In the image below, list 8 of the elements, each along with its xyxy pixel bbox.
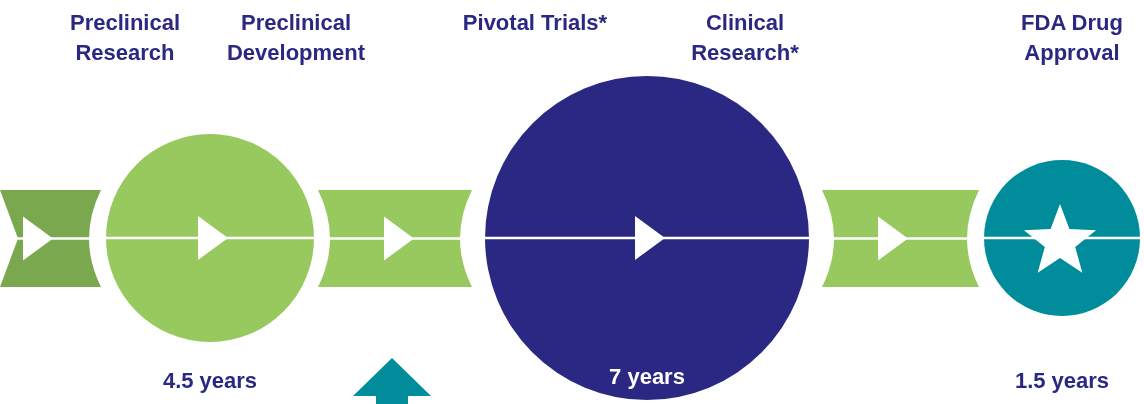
duration-label: 4.5 years	[161, 367, 259, 395]
stage-heading: Pivotal Trials*	[461, 9, 609, 37]
duration-label: 7 years	[608, 363, 686, 391]
stage-heading: Preclinical Research	[68, 9, 182, 67]
stage-heading: Clinical Research*	[690, 9, 800, 67]
duration-label: 1.5 years	[1013, 367, 1111, 395]
stage-heading: FDA Drug Approval	[1020, 9, 1124, 67]
stage-heading: Preclinical Development	[225, 9, 367, 67]
